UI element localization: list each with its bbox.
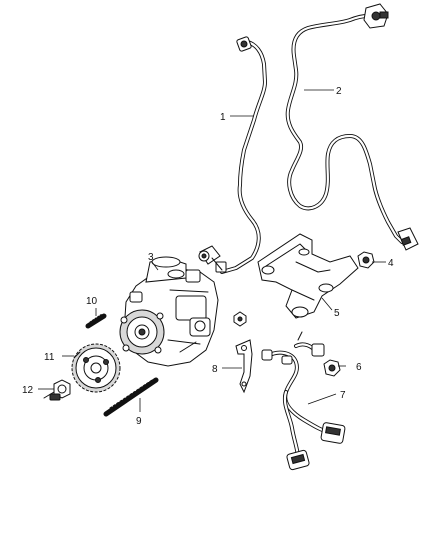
callout-2: 2 (336, 86, 342, 97)
part-5-heat-shield[interactable] (257, 233, 359, 319)
part-1-fuel-line[interactable] (198, 36, 267, 274)
part-10-dowel[interactable] (85, 313, 107, 329)
part-11-gear[interactable] (71, 343, 121, 393)
callout-4: 4 (388, 258, 394, 269)
callout-3: 3 (148, 252, 154, 263)
callout-9: 9 (136, 416, 142, 427)
part-7-wiring-harness[interactable] (261, 331, 346, 471)
part-2-fuel-line[interactable] (285, 3, 419, 251)
part-8-bracket[interactable] (235, 339, 253, 394)
part-6-nut[interactable] (323, 359, 341, 377)
part-3-fuel-pump[interactable] (119, 256, 219, 367)
callout-7: 7 (340, 390, 346, 401)
part-nut-small[interactable] (233, 311, 247, 327)
part-12-nut[interactable] (43, 379, 71, 401)
callout-6: 6 (356, 362, 362, 373)
callout-10: 10 (86, 296, 98, 307)
callout-12: 12 (22, 385, 34, 396)
leader-lines (38, 89, 386, 412)
callout-11: 11 (44, 352, 55, 363)
callout-8: 8 (212, 364, 218, 375)
part-9-stud[interactable] (103, 377, 159, 417)
callouts: 1 2 3 4 5 6 7 8 9 10 11 12 (22, 86, 394, 427)
part-4-nut[interactable] (357, 251, 375, 269)
callout-1: 1 (220, 112, 226, 123)
callout-5: 5 (334, 308, 340, 319)
